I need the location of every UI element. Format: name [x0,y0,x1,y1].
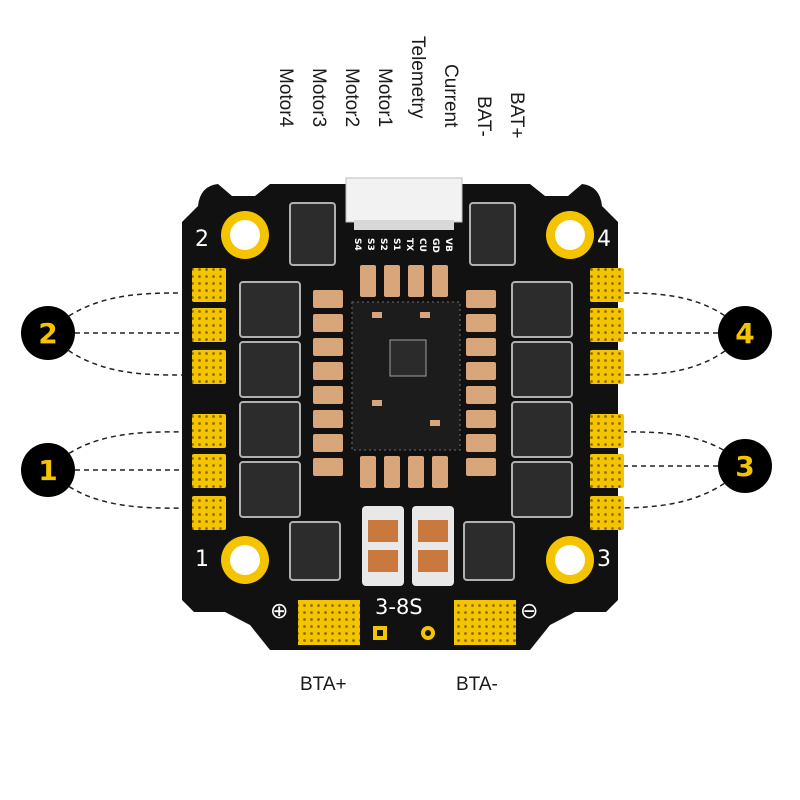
wire-label-motor1: Motor1 [374,68,395,127]
motor-callout-3: 3 [718,439,772,493]
svg-text:2: 2 [38,317,57,350]
motor-callout-4: 4 [718,306,772,360]
mounting-hole-bottom-right [546,536,594,584]
corner-number-2: 2 [195,227,209,252]
motor-pads-right [590,268,624,530]
motor-callout-1: 1 [21,443,75,497]
corner-number-3: 3 [597,547,611,572]
pin-label-s1: S1 [391,238,401,251]
inductors [362,506,454,586]
svg-text:4: 4 [735,317,754,350]
mounting-hole-top-left [221,211,269,259]
wire-label-motor4: Motor4 [275,68,296,128]
mosfet-chips [239,202,573,581]
wire-label-current: Current [440,64,461,128]
label-bta-minus: BTA- [456,674,498,695]
svg-text:1: 1 [38,454,57,487]
pin-label-s4: S4 [352,238,362,251]
wire-label-bat-minus: BAT- [473,96,494,137]
pin-label-vb: VB [443,238,453,252]
corner-number-1: 1 [195,547,209,572]
svg-text:3: 3 [735,450,754,483]
signal-connector [345,177,463,230]
pin-label-gd: GD [430,238,440,253]
wire-label-bat-plus: BAT+ [506,92,527,139]
mounting-hole-bottom-left [221,536,269,584]
mounting-hole-top-right [546,211,594,259]
voltage-rating-label: 3-8S [375,595,423,619]
capacitors [313,265,496,488]
mounting-holes [221,211,594,584]
plus-symbol-icon: ⊕ [270,599,288,624]
pin-label-s2: S2 [378,238,388,251]
battery-pad-positive [298,600,360,645]
wire-labels: Motor4 Motor3 Motor2 Motor1 Telemetry Cu… [275,36,527,139]
wire-label-telemetry: Telemetry [407,36,428,119]
connector-pin-labels: S4 S3 S2 S1 TX CU GD VB [352,238,453,253]
motor-callout-2: 2 [21,306,75,360]
wire-label-motor2: Motor2 [341,68,362,127]
pin-label-s3: S3 [365,238,375,251]
label-bta-plus: BTA+ [300,674,347,695]
pin-label-tx: TX [404,238,414,251]
corner-number-4: 4 [597,227,611,252]
battery-pad-negative [454,600,516,645]
motor-pads-left [192,268,226,530]
pin-label-cu: CU [417,238,427,252]
minus-symbol-icon: ⊖ [520,599,538,624]
mcu-area [351,301,461,451]
wire-label-motor3: Motor3 [308,68,329,127]
